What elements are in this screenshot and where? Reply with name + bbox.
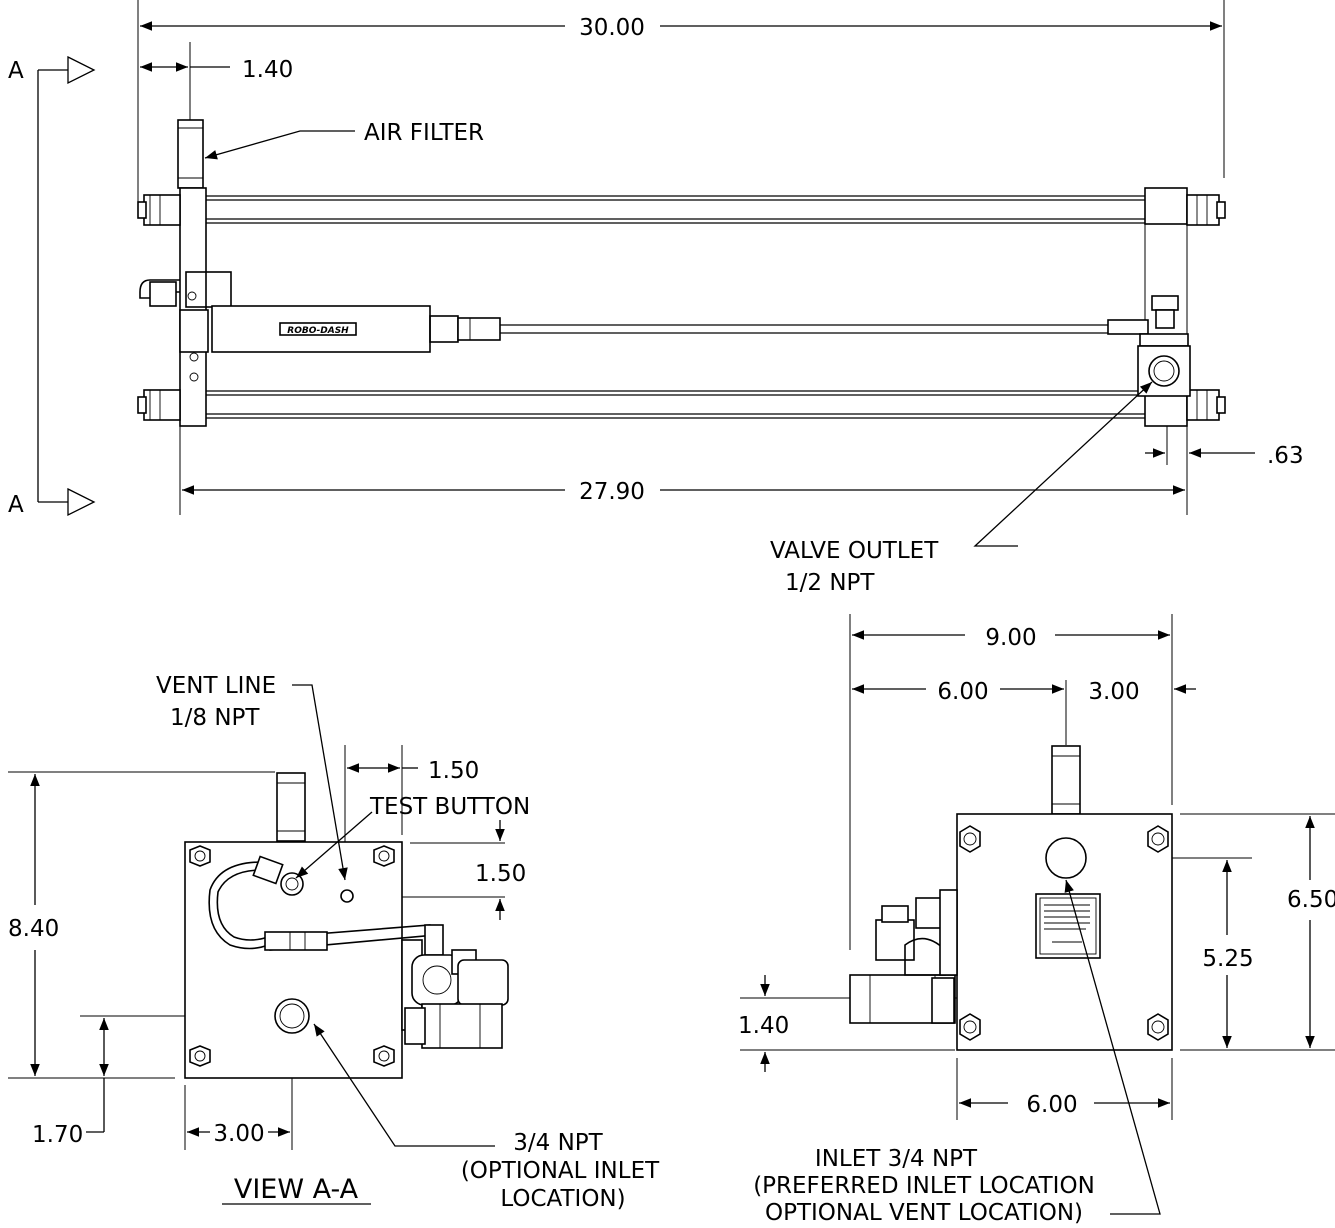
svg-text:LOCATION): LOCATION): [500, 1186, 625, 1212]
svg-text:1.50: 1.50: [428, 758, 479, 784]
svg-text:AIR FILTER: AIR FILTER: [364, 120, 484, 146]
dim-test-button-x: 1.50: [347, 758, 479, 784]
svg-text:1.70: 1.70: [32, 1122, 83, 1148]
valve-outlet-callout: VALVE OUTLET 1/2 NPT: [770, 381, 1153, 596]
air-filter-callout: AIR FILTER: [204, 120, 484, 160]
dim-body-length: 27.90: [182, 479, 1185, 505]
dim-side-height: 8.40: [8, 774, 59, 1076]
svg-text:.63: .63: [1267, 443, 1304, 469]
front-valve: [849, 889, 958, 1024]
dim-front-body-width: 6.00: [959, 1092, 1170, 1118]
nameplate: [1035, 893, 1101, 959]
test-button-callout: TEST BUTTON: [295, 794, 530, 879]
tie-rod-bottom: [206, 390, 1145, 419]
dim-front-left: 6.00: [852, 679, 1064, 705]
svg-text:1.40: 1.40: [738, 1013, 789, 1039]
svg-text:OPTIONAL VENT LOCATION): OPTIONAL VENT LOCATION): [765, 1200, 1083, 1226]
svg-text:VALVE OUTLET: VALVE OUTLET: [770, 538, 939, 564]
test-button: [340, 889, 354, 903]
view-title: VIEW A-A: [222, 1174, 371, 1205]
svg-text:8.40: 8.40: [8, 916, 59, 942]
section-mark-top: A: [8, 58, 24, 84]
dim-inlet-offset: 3.00: [187, 1121, 290, 1147]
svg-text:6.50: 6.50: [1287, 887, 1335, 913]
svg-text:6.00: 6.00: [937, 679, 988, 705]
svg-text:3/4 NPT: 3/4 NPT: [513, 1130, 603, 1156]
svg-text:1/2 NPT: 1/2 NPT: [785, 570, 875, 596]
valve: [1107, 295, 1191, 397]
dim-overall-length: 30.00: [140, 15, 1222, 41]
dim-front-right: 3.00: [1088, 679, 1196, 705]
svg-text:VIEW A-A: VIEW A-A: [234, 1174, 359, 1205]
section-mark-bottom: A: [8, 492, 24, 518]
air-cylinder: ROBO-DASH: [211, 305, 1110, 353]
dim-valve-height: 1.40: [738, 975, 789, 1072]
front-bolts: [959, 825, 1169, 1041]
svg-text:3.00: 3.00: [213, 1121, 264, 1147]
vent-tube: [208, 861, 269, 950]
svg-text:27.90: 27.90: [579, 479, 645, 505]
dim-outlet-offset: .63: [1145, 443, 1304, 469]
front-view: 9.00 6.00 3.00 6.50 5.25 1.40: [738, 614, 1335, 1226]
svg-text:9.00: 9.00: [985, 625, 1036, 651]
preferred-inlet-port: [1045, 837, 1087, 879]
svg-text:1.50: 1.50: [475, 861, 526, 887]
side-bolts: [189, 845, 395, 1067]
section-marker: A A: [8, 55, 96, 518]
tie-rod-top: [206, 195, 1145, 224]
svg-text:VENT LINE: VENT LINE: [156, 673, 276, 699]
side-view: 8.40 1.70 3.00 1.50 1.50: [8, 673, 660, 1212]
side-air-filter: [276, 772, 306, 842]
vent-fitting: [139, 279, 180, 299]
svg-text:TEST BUTTON: TEST BUTTON: [369, 794, 530, 820]
svg-text:3.00: 3.00: [1088, 679, 1139, 705]
dim-front-width: 9.00: [852, 625, 1170, 651]
test-button-fitting: [280, 872, 304, 896]
vent-line-callout: VENT LINE 1/8 NPT: [156, 673, 348, 881]
svg-text:5.25: 5.25: [1202, 946, 1253, 972]
svg-text:(OPTIONAL INLET: (OPTIONAL INLET: [461, 1158, 660, 1184]
dim-preferred-inlet-height: 5.25: [1202, 860, 1254, 1048]
side-valve: [401, 939, 509, 1049]
dim-filter-offset: 1.40: [140, 57, 293, 83]
right-end-block: [1144, 187, 1188, 225]
svg-text:6.00: 6.00: [1026, 1092, 1077, 1118]
top-view: A A 30.00 1.40 27: [8, 0, 1304, 596]
dim-front-height: 6.50: [1287, 816, 1335, 1048]
svg-text:(PREFERRED INLET LOCATION: (PREFERRED INLET LOCATION: [753, 1173, 1095, 1199]
svg-text:INLET 3/4 NPT: INLET 3/4 NPT: [815, 1146, 978, 1172]
svg-text:30.00: 30.00: [579, 15, 645, 41]
svg-text:1/8 NPT: 1/8 NPT: [170, 705, 260, 731]
dim-inlet-height: 1.70: [32, 1018, 109, 1148]
preferred-inlet-callout: INLET 3/4 NPT (PREFERRED INLET LOCATION …: [753, 879, 1161, 1226]
cylinder-brand: ROBO-DASH: [287, 326, 349, 336]
front-air-filter: [1051, 745, 1081, 815]
optional-inlet-callout: 3/4 NPT (OPTIONAL INLET LOCATION): [313, 1023, 660, 1212]
svg-text:1.40: 1.40: [242, 57, 293, 83]
dim-test-button-y: 1.50: [475, 820, 526, 920]
